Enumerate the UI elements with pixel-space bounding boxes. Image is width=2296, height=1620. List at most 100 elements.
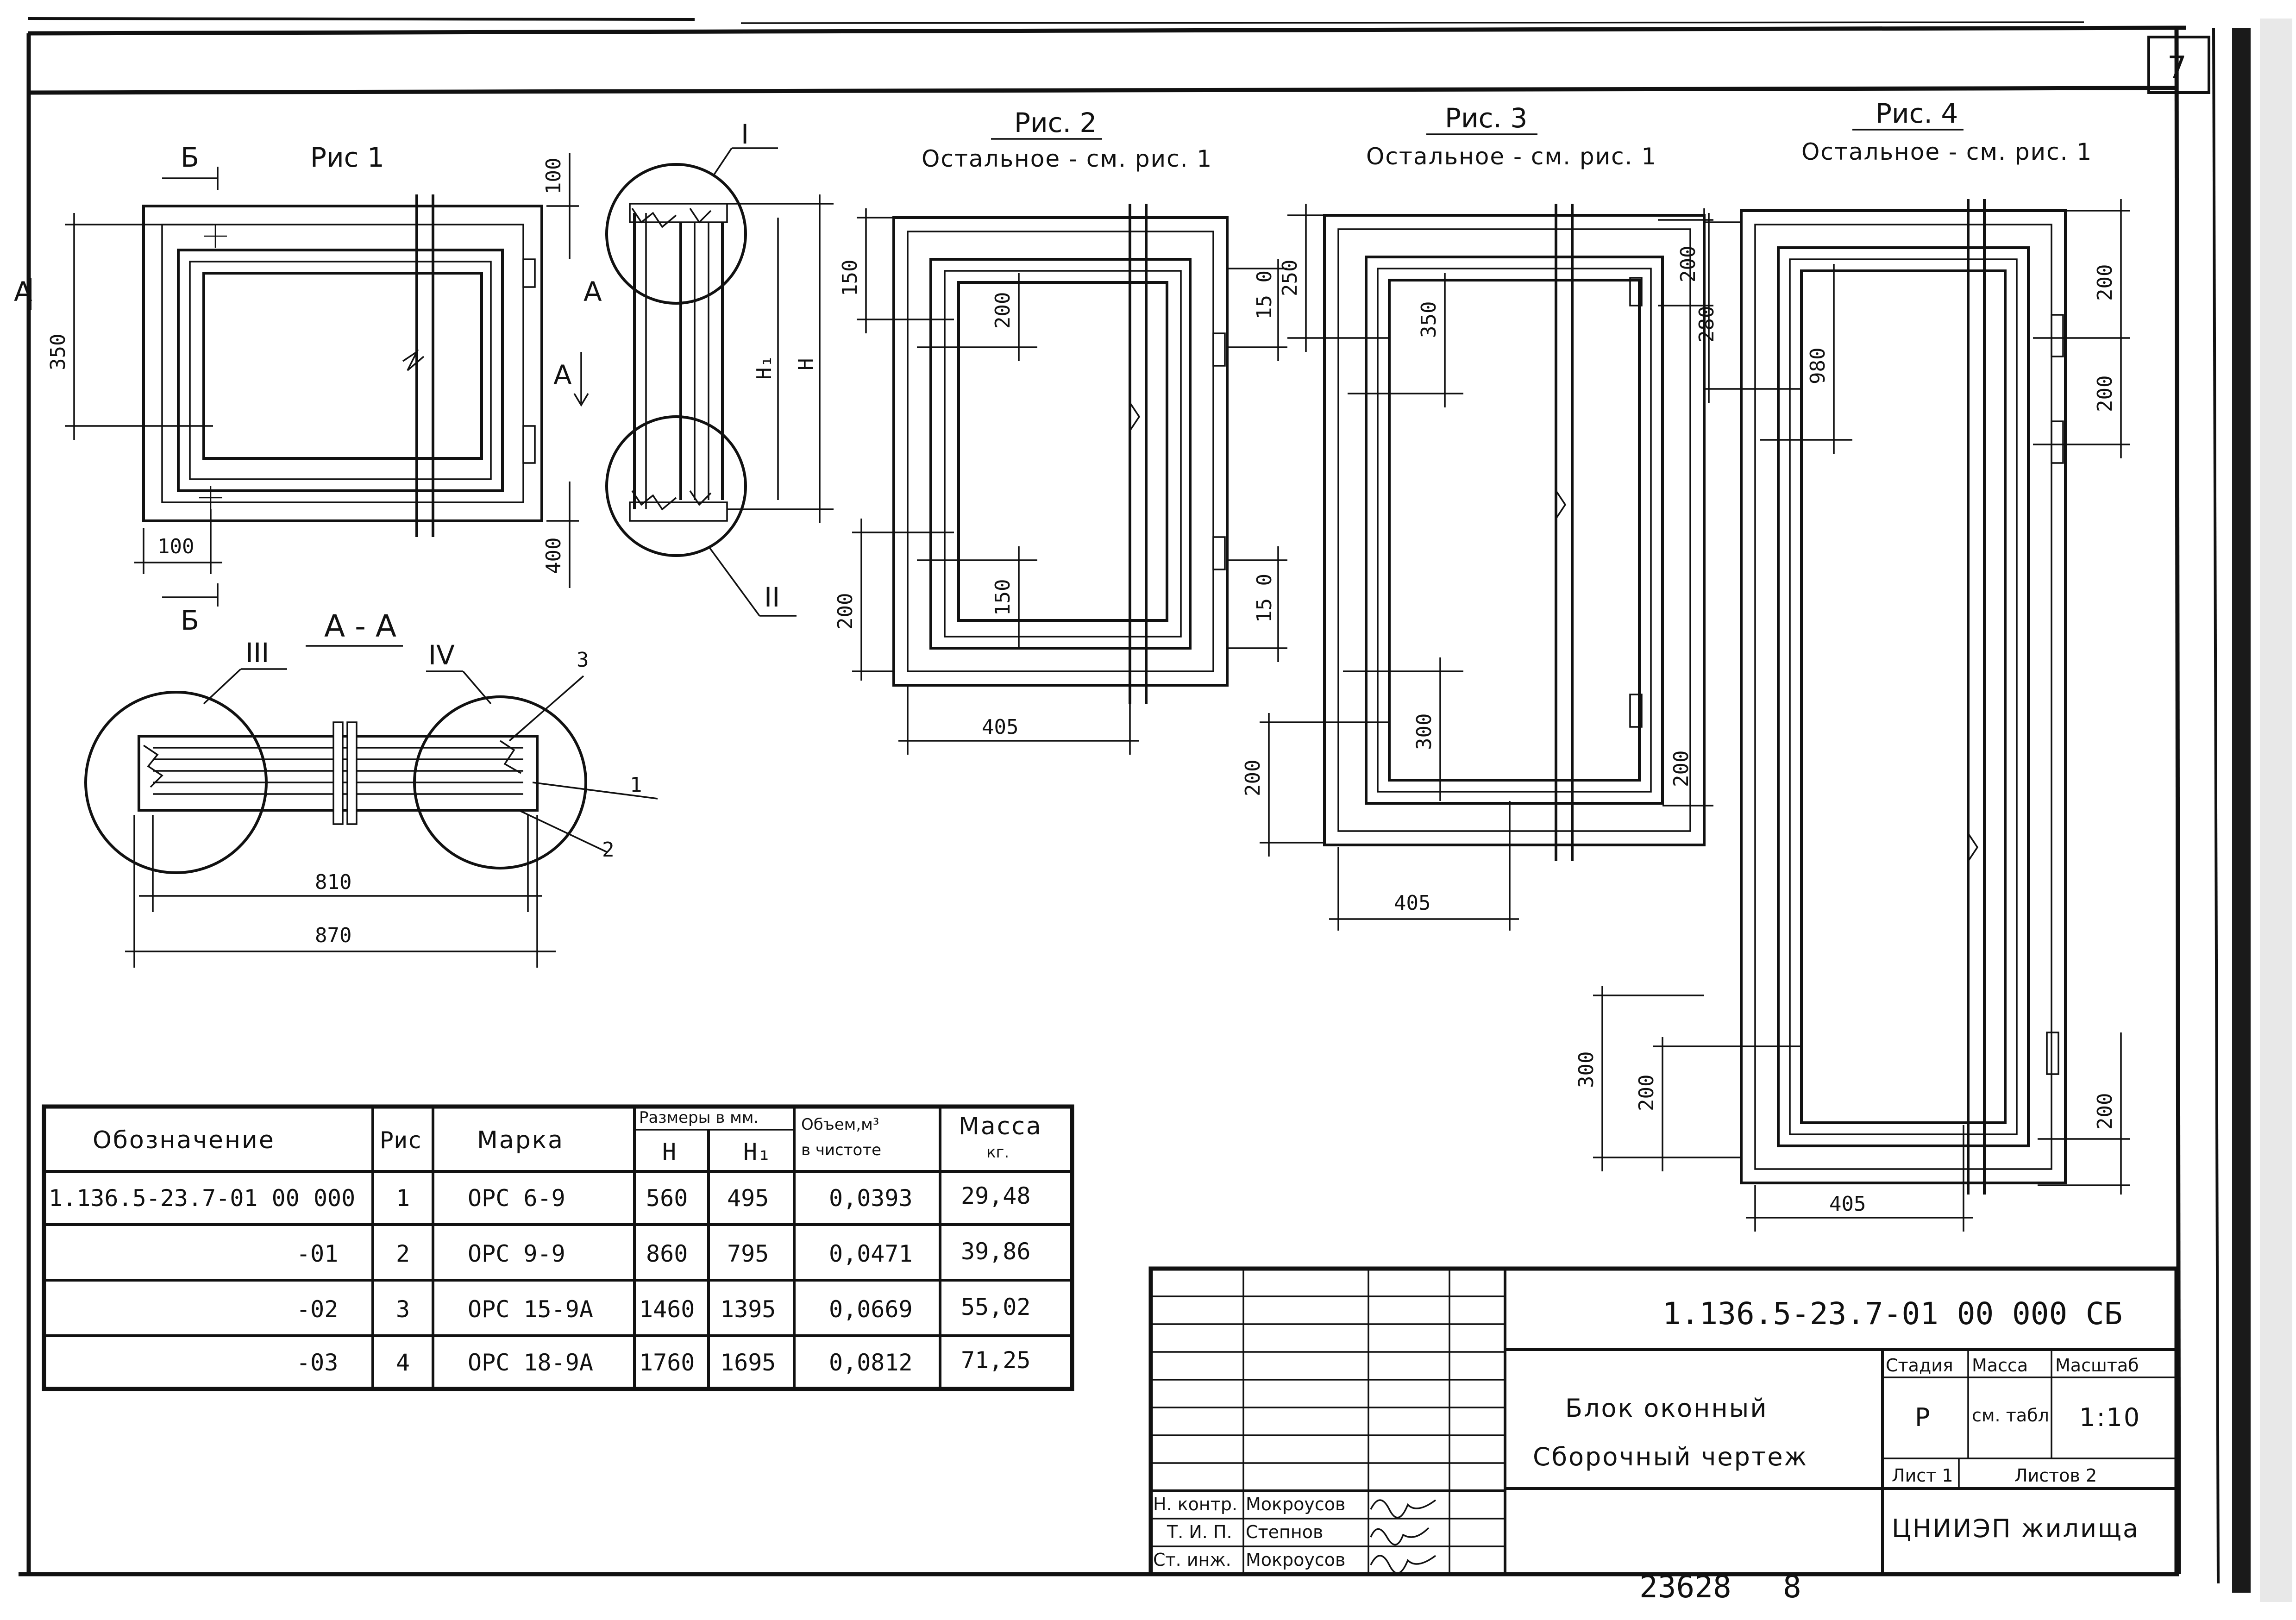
row3-fig: 3	[396, 1296, 410, 1323]
title-name-1: Блок оконный	[1565, 1394, 1768, 1423]
table-row: -02 3 ОРС 15-9А 1460 1395 0,0669 55,02	[296, 1294, 1031, 1323]
signature-1	[1370, 1499, 1437, 1519]
fig3-title: Рис. 3	[1445, 102, 1527, 134]
row3-H1: 1395	[720, 1296, 776, 1323]
staff-name-3: Мокроусов	[1246, 1550, 1345, 1570]
callout-III: III	[245, 637, 269, 669]
row1-fig: 1	[396, 1185, 410, 1212]
th-fig: Рис	[380, 1127, 421, 1154]
fig4-dim-405: 405	[1829, 1192, 1866, 1216]
row2-H1: 795	[727, 1240, 769, 1267]
fig2-dim-200a: 200	[991, 292, 1015, 329]
th-mass-2: кг.	[986, 1143, 1009, 1162]
fig2-dim-150c: 150	[991, 579, 1015, 616]
row2-designation: -01	[296, 1240, 338, 1267]
fig4-title: Рис. 4	[1876, 98, 1958, 129]
row1-mark: ОРС 6-9	[468, 1185, 565, 1212]
row2-H: 860	[646, 1240, 688, 1267]
fig3-dim-250: 250	[1278, 260, 1302, 296]
section-A-A: А - А III IV 3 1 2 810 870	[84, 608, 658, 968]
stage-value: Р	[1915, 1403, 1932, 1432]
row4-mass: 71,25	[961, 1347, 1031, 1374]
row3-H: 1460	[639, 1296, 695, 1323]
archive-number: 23628	[1639, 1569, 1731, 1605]
row4-mark: ОРС 18-9А	[468, 1349, 593, 1376]
callout-II: II	[764, 582, 780, 613]
row4-fig: 4	[396, 1349, 410, 1376]
fig2-dim-150a: 150	[838, 260, 862, 296]
page-number: 8	[1783, 1569, 1801, 1605]
row3-mass: 55,02	[961, 1294, 1031, 1320]
callout-3: 3	[577, 648, 589, 672]
th-volume: Объем,м³	[801, 1115, 879, 1134]
fig4-dim-200d: 200	[2093, 1093, 2117, 1130]
th-designation: Обозначение	[93, 1126, 275, 1154]
staff-name-1: Мокроусов	[1246, 1494, 1345, 1514]
footer: 23628 8	[1639, 1569, 1801, 1605]
callout-1: 1	[630, 773, 642, 797]
sheet-label: Лист 1	[1892, 1465, 1953, 1486]
row3-designation: -02	[296, 1296, 338, 1323]
table-row: 1.136.5-23.7-01 00 000 1 ОРС 6-9 560 495…	[49, 1182, 1031, 1212]
fig1-dim-350: 350	[46, 334, 70, 370]
fig1-dim-400: 400	[542, 538, 565, 574]
row4-H1: 1695	[720, 1349, 776, 1376]
fig3-dim-200a: 200	[1676, 246, 1700, 282]
stage-label: Стадия	[1886, 1355, 1953, 1376]
title-code: 1.136.5-23.7-01 00 000 СБ	[1662, 1296, 2122, 1332]
fig4-dim-200b: 200	[2093, 375, 2117, 412]
fig3-dim-300: 300	[1412, 713, 1436, 750]
callout-circle-II	[605, 415, 747, 557]
th-mark: Марка	[477, 1126, 564, 1154]
callout-I: I	[741, 119, 749, 150]
row2-volume: 0,0471	[829, 1240, 913, 1267]
fig4-dim-980: 980	[1806, 348, 1830, 384]
staff-role-3: Ст. инж.	[1153, 1550, 1231, 1570]
fig1-vertical-section: H₁ H I II	[605, 119, 834, 617]
sheets-label: Листов 2	[2014, 1465, 2097, 1486]
staff-role-2: Т. И. П.	[1167, 1522, 1232, 1542]
row3-volume: 0,0669	[829, 1296, 913, 1323]
row4-H: 1760	[639, 1349, 695, 1376]
figure-3: Рис. 3 Остальное - см. рис. 1 250 350 20…	[1241, 102, 1719, 931]
fig1-title: Рис 1	[310, 142, 384, 173]
th-H: H	[662, 1138, 676, 1165]
staff-name-2: Степнов	[1246, 1522, 1323, 1542]
callout-circle-III	[84, 691, 268, 874]
sheet-number: 7	[2167, 50, 2187, 85]
row1-H: 560	[646, 1185, 688, 1212]
signature-3	[1370, 1555, 1437, 1574]
row2-mass: 39,86	[961, 1238, 1031, 1265]
fig2-dim-200b: 200	[834, 593, 857, 630]
mass-label: Масса	[1972, 1355, 2028, 1376]
scale-label: Масштаб	[2055, 1355, 2139, 1376]
title-name-2: Сборочный чертеж	[1533, 1442, 1808, 1471]
callout-IV: IV	[428, 639, 455, 671]
row1-mass: 29,48	[961, 1182, 1031, 1209]
fig2-dim-150d: 15 0	[1253, 574, 1276, 623]
fig2-note: Остальное - см. рис. 1	[922, 145, 1212, 172]
sheet-frame: 7	[19, 17, 2292, 1602]
title-block: 1.136.5-23.7-01 00 000 СБ Блок оконный С…	[1148, 1266, 2179, 1576]
fig4-dim-300: 300	[1575, 1051, 1598, 1088]
fig2-dim-405: 405	[982, 715, 1018, 739]
figure-1: Рис 1 Б Б 350 100 400 100	[14, 142, 602, 636]
fig1-section-mark-top: Б	[181, 142, 199, 173]
fig3-dim-350: 350	[1417, 301, 1441, 338]
row4-designation: -03	[296, 1349, 338, 1376]
fig4-dim-200a: 200	[2093, 264, 2117, 301]
row2-mark: ОРС 9-9	[468, 1240, 565, 1267]
row1-designation: 1.136.5-23.7-01 00 000	[49, 1185, 355, 1212]
fig1-section-A-right: А	[553, 359, 572, 391]
th-H1: H₁	[743, 1138, 771, 1165]
section-dim-810: 810	[315, 870, 351, 894]
fig1-dim-100-bottom: 100	[157, 535, 194, 558]
table-row: -01 2 ОРС 9-9 860 795 0,0471 39,86	[296, 1238, 1031, 1267]
spec-table: Обозначение Рис Марка Размеры в мм. H H₁…	[42, 1104, 1074, 1391]
table-row: -03 4 ОРС 18-9А 1760 1695 0,0812 71,25	[296, 1347, 1031, 1376]
fig1-section-mark-bottom: Б	[181, 605, 199, 636]
th-mass: Масса	[959, 1113, 1042, 1140]
fig3-dim-200c: 200	[1669, 751, 1693, 787]
fig1-dim-100-top: 100	[542, 158, 565, 194]
